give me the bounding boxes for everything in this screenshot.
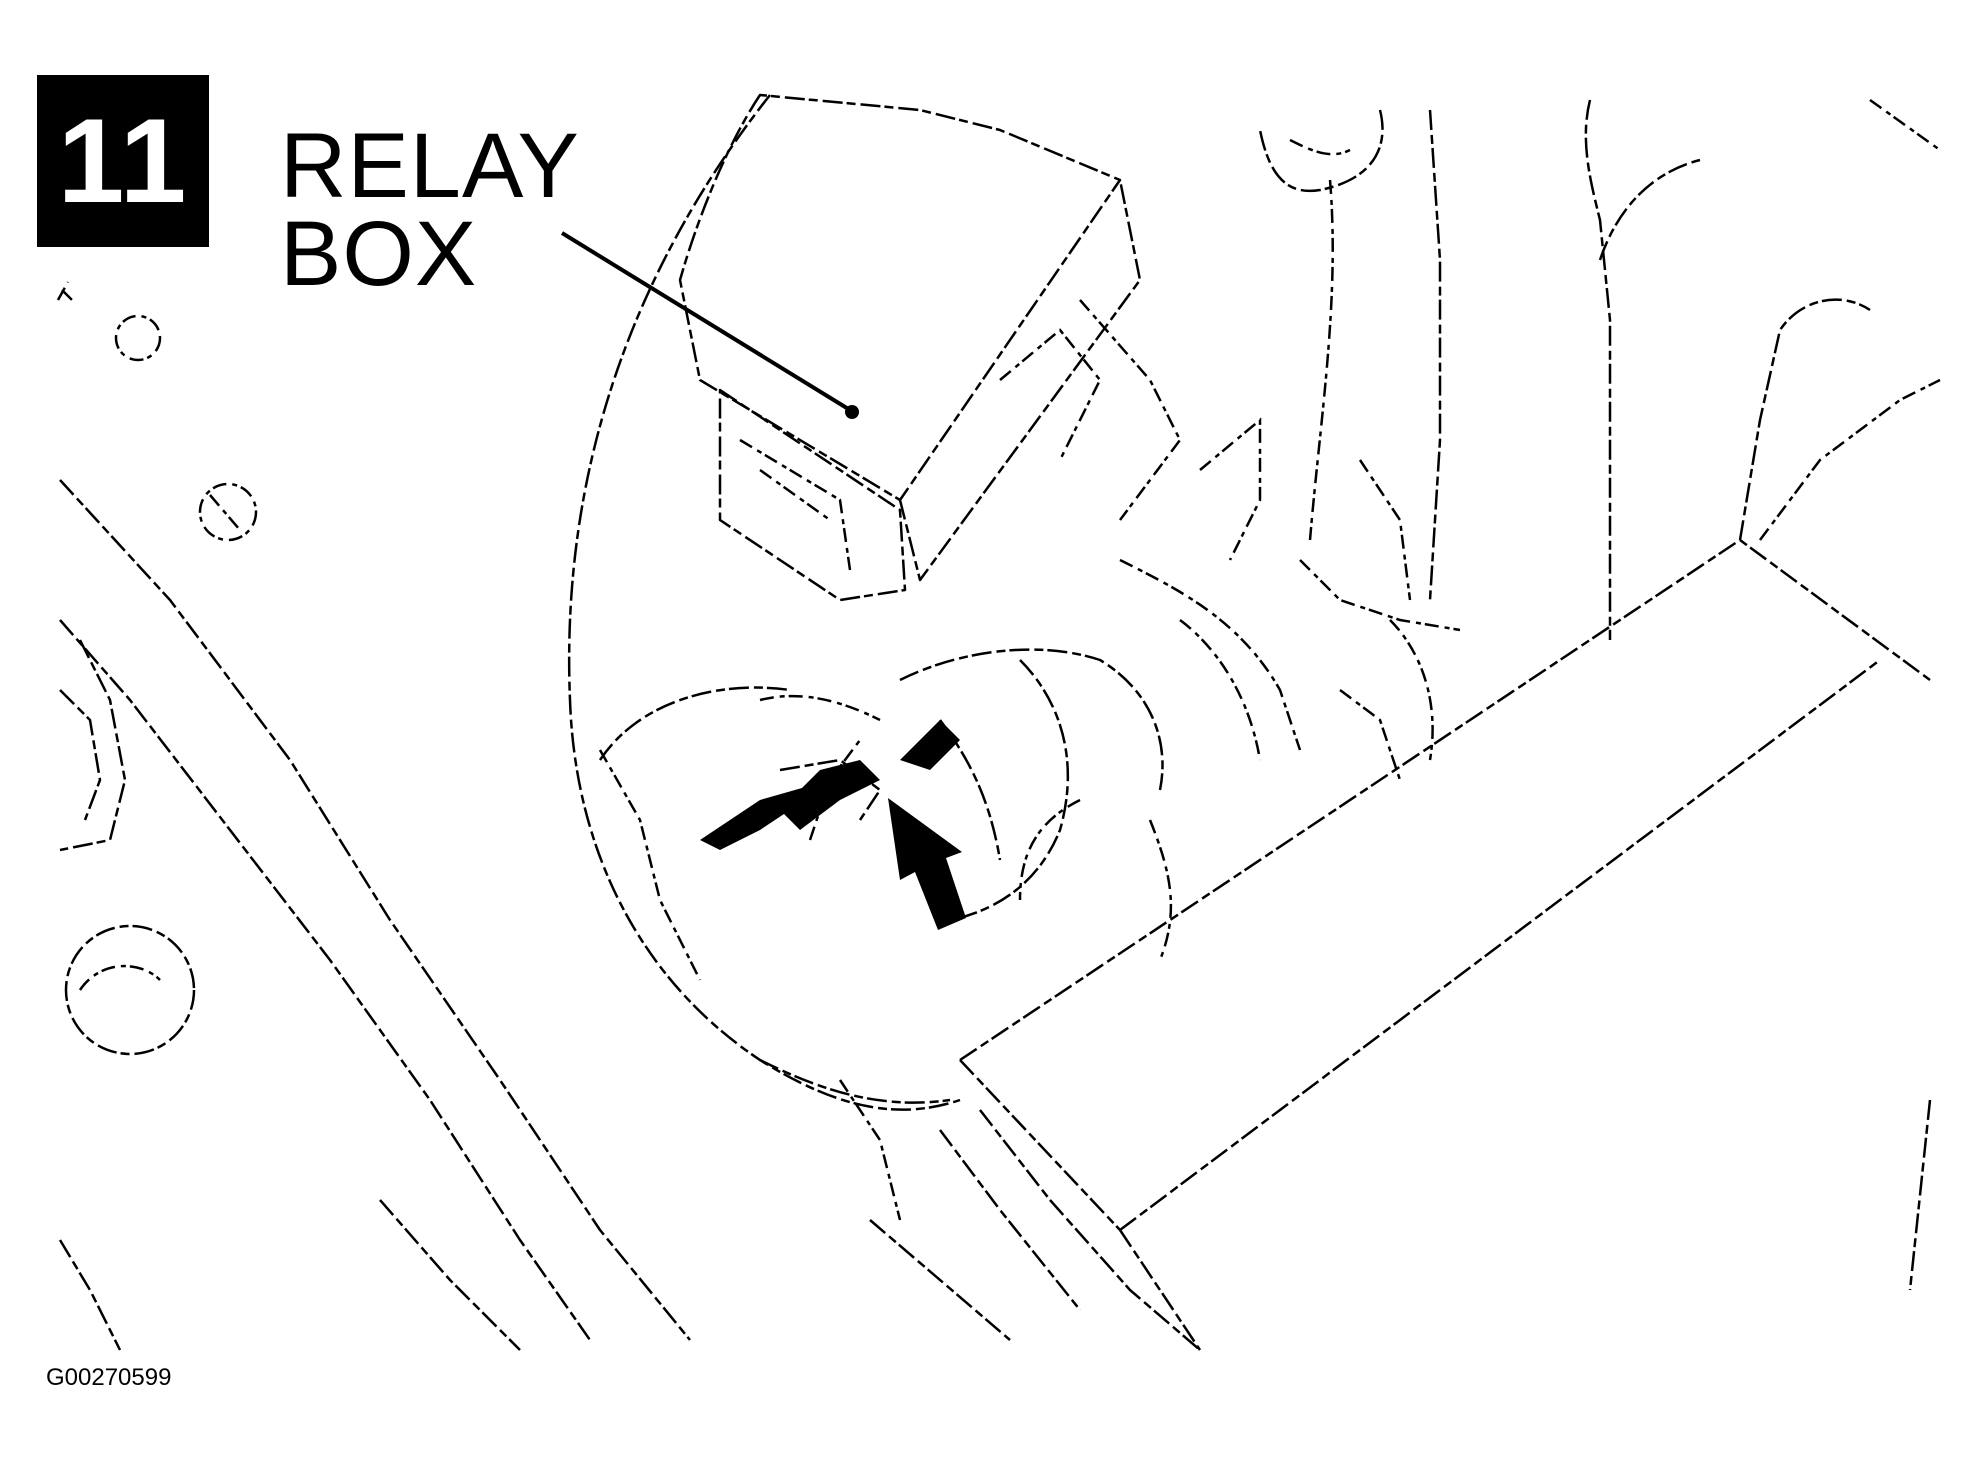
left-bolts — [56, 281, 258, 1056]
callout-line-2: BOX — [280, 203, 478, 305]
step-number-badge: 11 — [37, 75, 209, 247]
wheel-well-arc — [567, 94, 961, 1111]
callout-line-1: RELAY — [280, 115, 580, 217]
relay-box-callout: RELAY BOX — [280, 115, 580, 305]
right-tray — [959, 98, 1941, 1351]
pointer-arrow — [888, 798, 966, 930]
center-posts — [1258, 109, 1442, 601]
relay-box-shape — [678, 93, 1182, 602]
wire-harness — [759, 417, 1461, 961]
connector-clip — [700, 720, 960, 850]
callout-leader-line — [560, 231, 859, 419]
figure-id: G00270599 — [46, 1364, 172, 1391]
step-number: 11 — [57, 94, 189, 228]
bottom-frame-lines — [759, 1058, 1201, 1351]
left-fender-lines — [58, 479, 691, 1351]
